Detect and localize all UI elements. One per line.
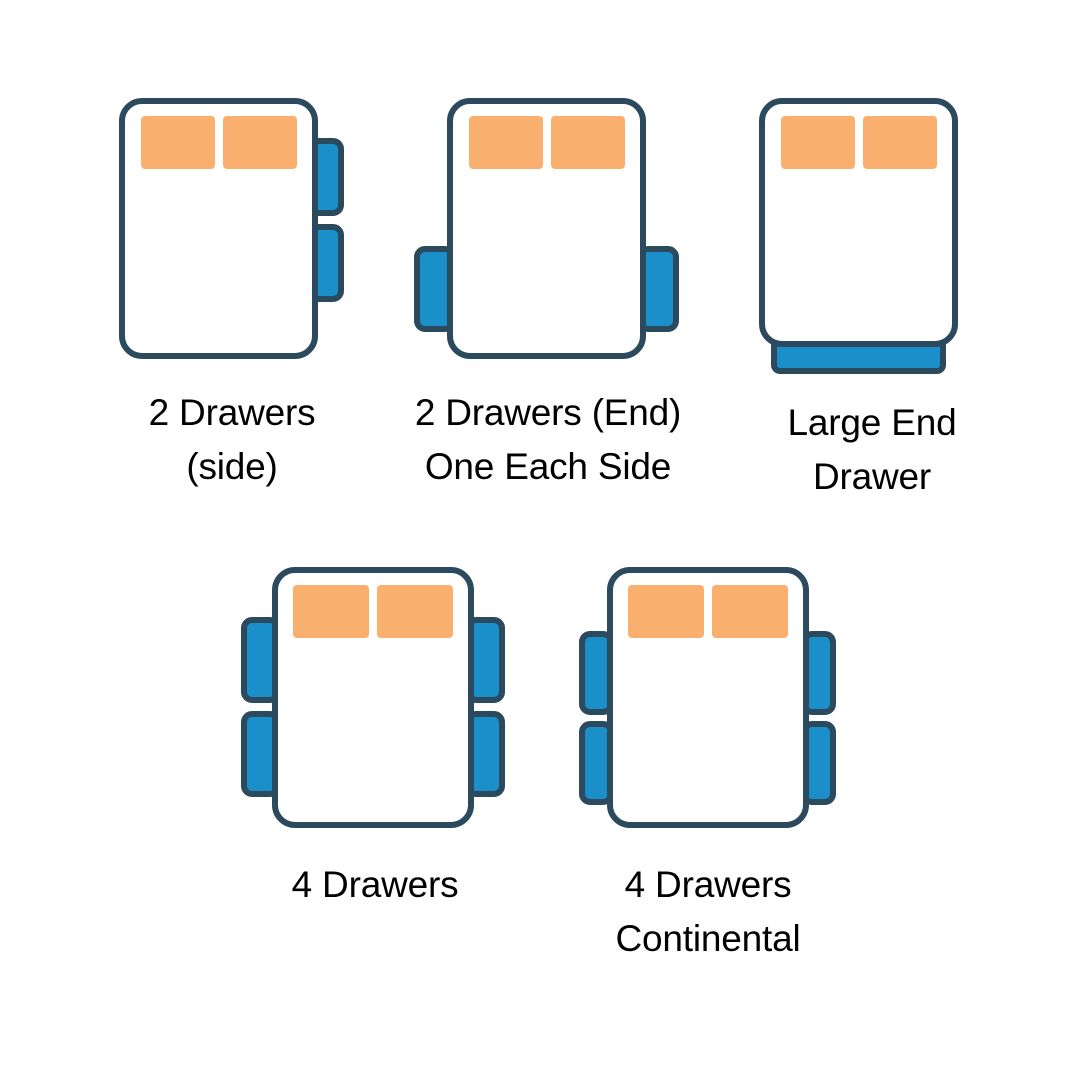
- bed-diagram-icon: [241, 567, 505, 828]
- bed-option-label-four-drawers-continental: 4 Drawers Continental: [615, 864, 801, 959]
- bed-option-two-drawers-end-one-each-side[interactable]: [410, 93, 685, 368]
- bed-diagram-icon: [119, 98, 344, 359]
- bed-option-four-drawers-continental[interactable]: [570, 562, 845, 837]
- pillow-shape: [781, 116, 855, 169]
- pillow-group: [293, 585, 453, 638]
- drawer-shape: [579, 721, 614, 805]
- bed-option-label-four-drawers: 4 Drawers: [291, 864, 459, 905]
- pillow-group: [628, 585, 788, 638]
- pillow-group: [781, 116, 937, 169]
- bed-option-label-large-end-drawer: Large End Drawer: [787, 402, 957, 497]
- bed-option-two-drawers-side[interactable]: [112, 93, 352, 368]
- bed-option-four-drawers[interactable]: [237, 562, 512, 837]
- drawer-shape: [579, 631, 614, 715]
- bed-diagram-icon: [759, 98, 958, 374]
- pillow-shape: [293, 585, 369, 638]
- pillow-shape: [551, 116, 625, 169]
- pillow-shape: [141, 116, 215, 169]
- bed-diagram-icon: [414, 98, 679, 359]
- pillow-shape: [712, 585, 788, 638]
- drawer-group: [414, 246, 679, 332]
- pillow-shape: [863, 116, 937, 169]
- pillow-group: [141, 116, 297, 169]
- pillow-shape: [377, 585, 453, 638]
- bed-option-label-two-drawers-side: 2 Drawers (side): [148, 392, 316, 487]
- pillow-group: [469, 116, 625, 169]
- bed-diagram-icon: [579, 567, 836, 828]
- pillow-shape: [469, 116, 543, 169]
- pillow-shape: [223, 116, 297, 169]
- bed-option-label-two-drawers-end-one-each-side: 2 Drawers (End) One Each Side: [414, 392, 682, 487]
- pillow-shape: [628, 585, 704, 638]
- bed-option-large-end-drawer[interactable]: [752, 93, 992, 383]
